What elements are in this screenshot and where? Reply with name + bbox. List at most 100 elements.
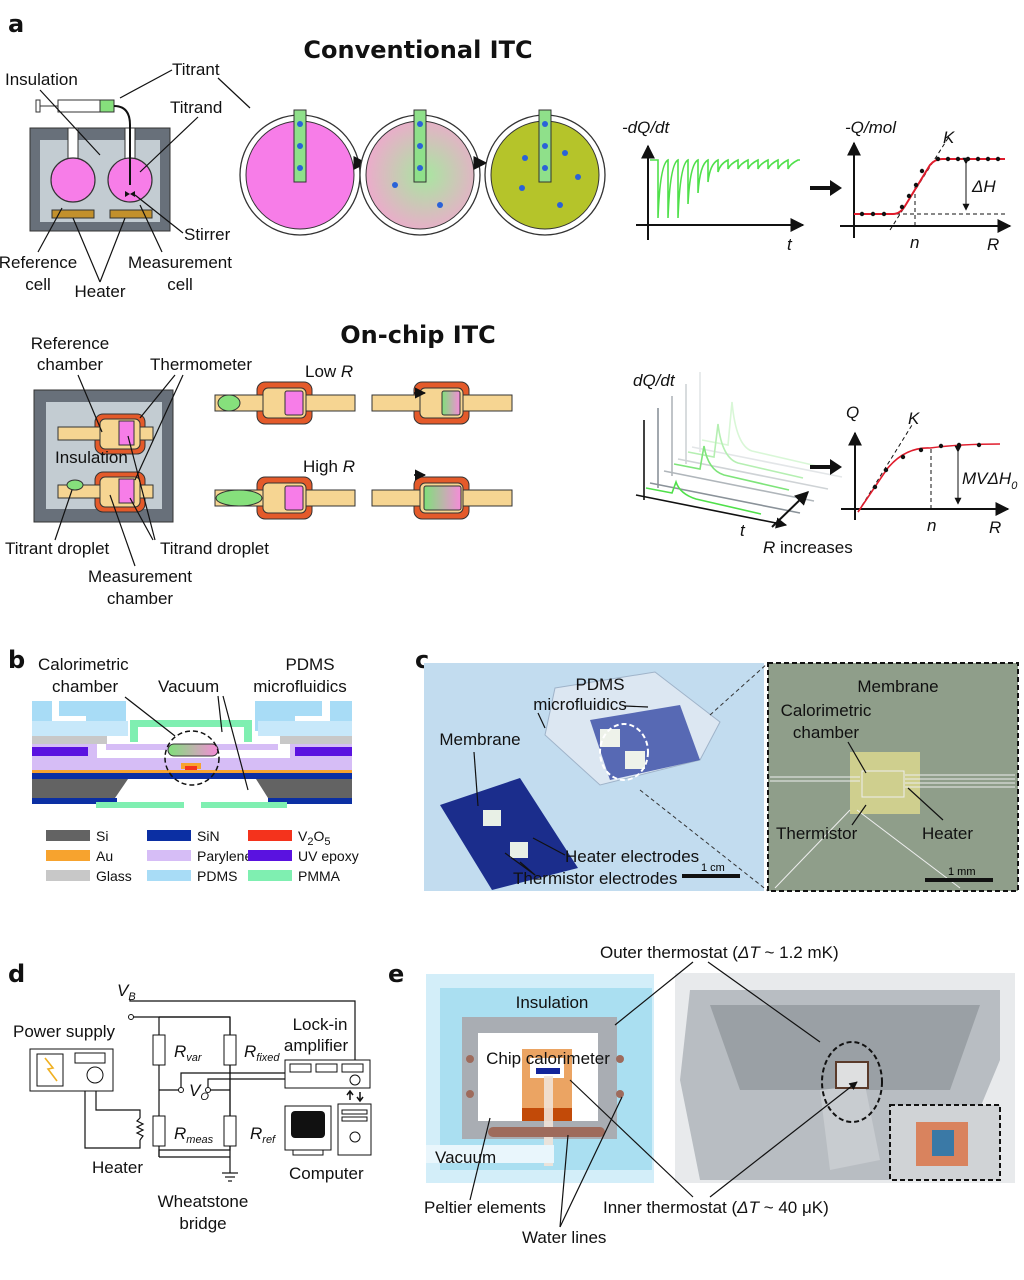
leader-lines-b (124, 695, 249, 791)
label-heater: Heater (74, 282, 125, 301)
chamber-unit (371, 381, 513, 425)
legend-label: Si (96, 828, 108, 844)
isotherm-point (976, 442, 982, 448)
isotherm-point (955, 156, 961, 162)
label-heater-electrodes: Heater electrodes (565, 847, 699, 866)
legend-item: SiN (147, 828, 220, 844)
resistor-rvar (152, 1034, 166, 1066)
chamber-unit (371, 476, 513, 520)
label-reference-chamber-2: chamber (37, 355, 103, 374)
label-measurement-chamber-2: chamber (107, 589, 173, 608)
time-axis (663, 470, 815, 502)
resistor-rref (223, 1115, 237, 1147)
label-water-lines: Water lines (522, 1228, 606, 1247)
thermostat-diagram (426, 974, 654, 1183)
syringe (57, 99, 101, 113)
label-pdms-c-1: PDMS (575, 675, 624, 694)
legend-item: Parylene (147, 848, 252, 864)
time-axis (635, 494, 788, 529)
label-heater-d: Heater (92, 1158, 143, 1177)
label-thermistor-electrodes: Thermistor electrodes (513, 869, 677, 888)
legend-swatch (147, 870, 191, 881)
r-increases-arrow (771, 491, 810, 528)
isotherm-onchip (841, 424, 1010, 520)
label-insulation-e: Insulation (516, 993, 589, 1012)
wheatstone-circuit (29, 1000, 372, 1182)
legend-label: Parylene (197, 848, 252, 864)
isotherm-point (899, 204, 905, 210)
time-axis (649, 482, 801, 514)
label-reference-cell-2: cell (25, 275, 51, 294)
heat-rate-trace (650, 158, 800, 219)
label-lockin-2: amplifier (284, 1036, 349, 1055)
itc-instrument-diagram (29, 99, 171, 232)
label-rvar: Rvar (174, 1042, 203, 1064)
legend-swatch (46, 830, 90, 841)
label-stirrer: Stirrer (184, 225, 231, 244)
isotherm-n-label: n (910, 233, 919, 252)
heater-resistor (135, 1117, 145, 1141)
onchip-thermogram-xlabel: t (740, 521, 746, 540)
label-vb: VB (117, 981, 136, 1003)
isotherm-point (935, 156, 941, 162)
lightning-icon (44, 1057, 58, 1082)
legend-swatch (46, 850, 90, 861)
legend-swatch (147, 830, 191, 841)
data-transfer-icon (346, 1089, 364, 1103)
label-wheatstone-1: Wheatstone (158, 1192, 249, 1211)
label-measurement-chamber-1: Measurement (88, 567, 192, 586)
label-vo: VO (189, 1081, 209, 1103)
label-high-r: High R (303, 457, 355, 476)
label-measurement-cell-2: cell (167, 275, 193, 294)
label-reference-chamber-1: Reference (31, 334, 109, 353)
legend-item: PMMA (248, 868, 341, 884)
flask-3 (484, 109, 606, 236)
label-pdms-b-1: PDMS (285, 655, 334, 674)
isotherm-point (906, 193, 912, 199)
stirrer-icon (125, 191, 135, 197)
isotherm-point (938, 443, 944, 449)
isotherm-point (872, 484, 878, 490)
heat-rate-trace (701, 401, 818, 467)
label-rfixed: Rfixed (244, 1042, 280, 1064)
isotherm-point (883, 467, 889, 473)
onchip-isotherm-k-label: K (908, 409, 920, 428)
isotherm-xlabel: R (987, 235, 999, 254)
isotherm-point (945, 156, 951, 162)
label-inset-membrane: Membrane (857, 677, 938, 696)
label-membrane-c: Membrane (439, 730, 520, 749)
onchip-isotherm-ylabel: Q (846, 403, 859, 422)
legend-swatch (248, 870, 292, 881)
chamber-unit (214, 476, 356, 520)
thermogram-onchip-stack (635, 372, 843, 529)
titration-flasks (239, 109, 606, 236)
heat-rate-trace (645, 479, 762, 515)
chip-substrate (440, 778, 578, 890)
legend-item: V2O5 (248, 828, 330, 848)
chamber-sequence (214, 381, 513, 520)
label-pdms-b-2: microfluidics (253, 677, 347, 696)
onchip-isotherm-n-label: n (927, 516, 936, 535)
isotherm-point (918, 447, 924, 453)
legend-swatch (46, 870, 90, 881)
isotherm-point (995, 156, 1001, 162)
heat-rate-trace (673, 445, 790, 491)
time-axis (691, 446, 843, 478)
leader-lines-e (469, 961, 858, 1228)
right-arrow-icon (810, 180, 842, 196)
legend-label: Glass (96, 868, 132, 884)
label-vacuum-b: Vacuum (158, 677, 219, 696)
legend-item: Si (46, 828, 108, 844)
resistor-rmeas (152, 1115, 166, 1147)
label-computer: Computer (289, 1164, 364, 1183)
thermogram-xlabel: t (787, 235, 793, 254)
isotherm-point (965, 156, 971, 162)
chamber-unit (214, 381, 356, 425)
label-onchip-insulation: Insulation (55, 448, 128, 467)
isotherm-point (913, 182, 919, 188)
label-measurement-cell-1: Measurement (128, 253, 232, 272)
chip-photo (424, 663, 764, 891)
isotherm-point (956, 442, 962, 448)
heat-rate-trace (687, 423, 804, 479)
onchip-itc-title: On-chip ITC (340, 321, 495, 349)
